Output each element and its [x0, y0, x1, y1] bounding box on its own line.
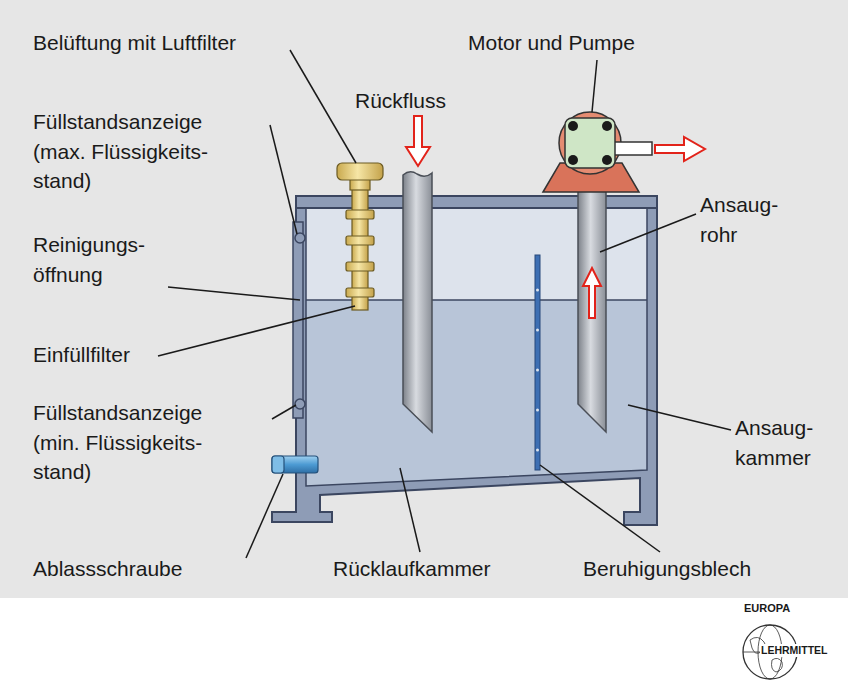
leader-lines: [592, 60, 597, 112]
baffle-plate: [536, 409, 539, 412]
leader-lines: [600, 214, 696, 252]
filler-breather: [337, 163, 383, 180]
baffle-plate: [536, 329, 539, 332]
background: [0, 0, 848, 598]
part-label: Motor und Pumpe: [468, 28, 635, 58]
logo-text: LEHRMITTEL: [760, 644, 829, 657]
leader-lines: [158, 50, 731, 558]
background: [0, 0, 848, 598]
return-pipe: [403, 172, 432, 432]
part-label: Füllstandsanzeige (max. Flüssigkeits- st…: [33, 107, 208, 196]
drain-screw: [272, 456, 318, 473]
part-label: Rücklaufkammer: [333, 554, 491, 584]
filler-breather: [346, 288, 374, 297]
part-label: Ablassschraube: [33, 554, 182, 584]
leader-lines: [246, 474, 283, 558]
leader-lines: [400, 468, 420, 552]
cleaning-opening: [295, 399, 305, 409]
filler-breather: [346, 262, 374, 271]
flow-arrows: [406, 116, 705, 318]
leader-lines: [272, 405, 296, 419]
cleaning-opening: [295, 233, 305, 243]
motor-pump: [610, 142, 652, 155]
baffle-plate: [536, 289, 539, 292]
filler-breather: [337, 163, 383, 310]
baffle-plate: [536, 369, 539, 372]
baffle-plate: [535, 255, 540, 470]
motor-pump: [543, 112, 652, 192]
part-label: Rückfluss: [355, 86, 446, 116]
motor-pump: [565, 118, 615, 168]
suction-pipe: [578, 160, 606, 432]
return-pipe: [403, 172, 432, 432]
drain-screw: [272, 456, 318, 473]
part-label: Reinigungs- öffnung: [33, 230, 145, 289]
part-label: Belüftung mit Luftfilter: [33, 28, 236, 58]
motor-pump: [602, 121, 612, 131]
leader-lines: [270, 125, 297, 234]
leader-lines: [168, 287, 300, 300]
part-label: Ansaug- rohr: [700, 190, 778, 249]
leader-lines: [158, 306, 355, 356]
leader-lines: [540, 465, 660, 552]
flow-arrows: [583, 268, 601, 318]
drain-screw: [272, 456, 284, 473]
part-label: Füllstandsanzeige (min. Flüssigkeits- st…: [33, 398, 202, 487]
publisher-logo: [772, 658, 783, 672]
motor-pump: [568, 121, 578, 131]
filler-breather: [346, 210, 374, 219]
flow-arrows: [655, 137, 705, 161]
leader-lines: [628, 405, 731, 430]
part-label: Beruhigungsblech: [583, 554, 751, 584]
baffle-plate: [536, 449, 539, 452]
part-label: Ansaug- kammer: [735, 413, 813, 472]
filler-breather: [346, 236, 374, 245]
motor-pump: [602, 155, 612, 165]
motor-pump: [568, 155, 578, 165]
suction-pipe: [578, 160, 606, 432]
part-label: Einfüllfilter: [33, 340, 130, 370]
leader-lines: [290, 50, 356, 163]
flow-arrows: [406, 116, 430, 166]
motor-pump: [559, 112, 621, 174]
logo-text: EUROPA: [744, 602, 790, 615]
baffle-plate: [535, 255, 540, 470]
